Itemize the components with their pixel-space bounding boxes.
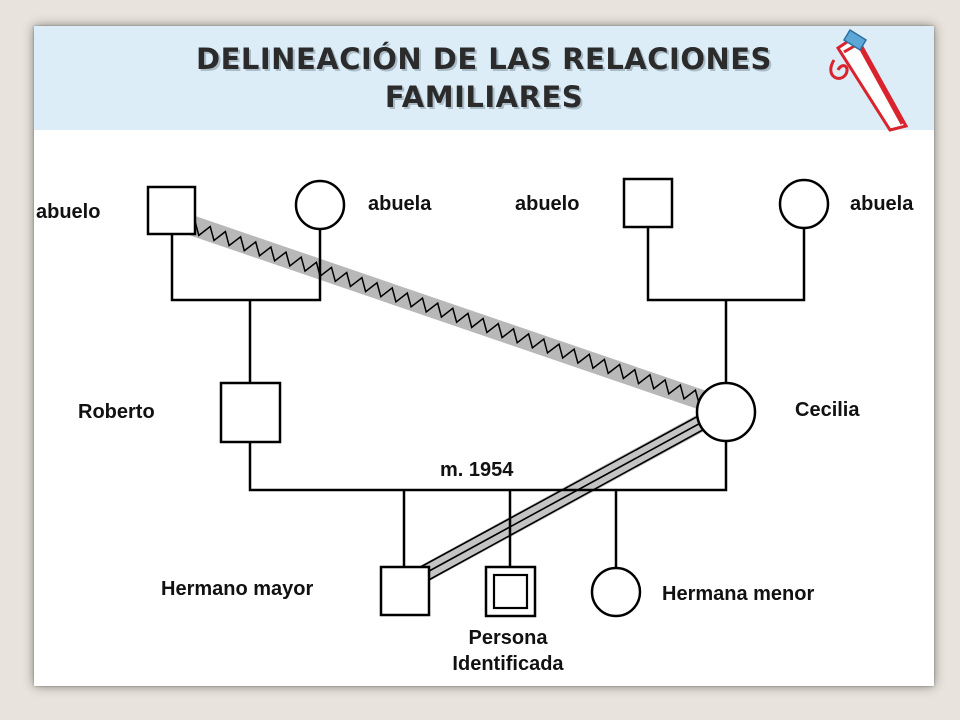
label-identified-person-2: Identificada — [452, 653, 564, 675]
younger-sister-circle — [590, 566, 642, 618]
maternal-grandfather-square — [622, 177, 674, 229]
marriage-line — [248, 441, 728, 492]
page-title: DELINEACIÓN DE LAS RELACIONES FAMILIARES — [34, 40, 934, 116]
maternal-grandmother-circle — [778, 178, 830, 230]
label-cecilia: Cecilia — [795, 399, 860, 421]
label-maternal-grandmother: abuela — [850, 193, 914, 215]
paternal-family-lines — [170, 229, 322, 383]
label-older-brother: Hermano mayor — [161, 578, 313, 600]
conflict-zigzag-line — [179, 216, 700, 405]
cecilia-circle — [695, 381, 757, 443]
label-paternal-grandfather: abuelo — [36, 201, 100, 223]
maternal-family-lines — [646, 227, 806, 383]
label-roberto: Roberto — [78, 401, 155, 423]
identified-person-inner-square — [492, 573, 529, 610]
label-maternal-grandfather: abuelo — [515, 193, 579, 215]
children-lines — [402, 490, 618, 567]
paternal-grandfather-square — [146, 185, 197, 236]
title-banner: DELINEACIÓN DE LAS RELACIONES FAMILIARES — [34, 26, 934, 130]
title-line-1: DELINEACIÓN DE LAS RELACIONES — [196, 42, 772, 76]
slide: DELINEACIÓN DE LAS RELACIONES FAMILIARES — [34, 26, 934, 686]
pencil-icon — [829, 28, 909, 132]
conflict-relation-grandfather-cecilia — [172, 210, 712, 412]
roberto-square — [219, 381, 282, 444]
older-brother-square — [379, 565, 431, 617]
paternal-grandmother-circle — [294, 179, 346, 231]
label-paternal-grandmother: abuela — [368, 193, 432, 215]
close-relation-cecilia-brother — [414, 412, 711, 584]
label-younger-sister: Hermana menor — [662, 583, 814, 605]
genogram: abuelo abuela abuelo abuela Roberto Ceci… — [36, 177, 914, 675]
label-marriage: m. 1954 — [440, 459, 514, 481]
label-identified-person-1: Persona — [469, 627, 549, 649]
title-line-2: FAMILIARES — [384, 80, 584, 114]
